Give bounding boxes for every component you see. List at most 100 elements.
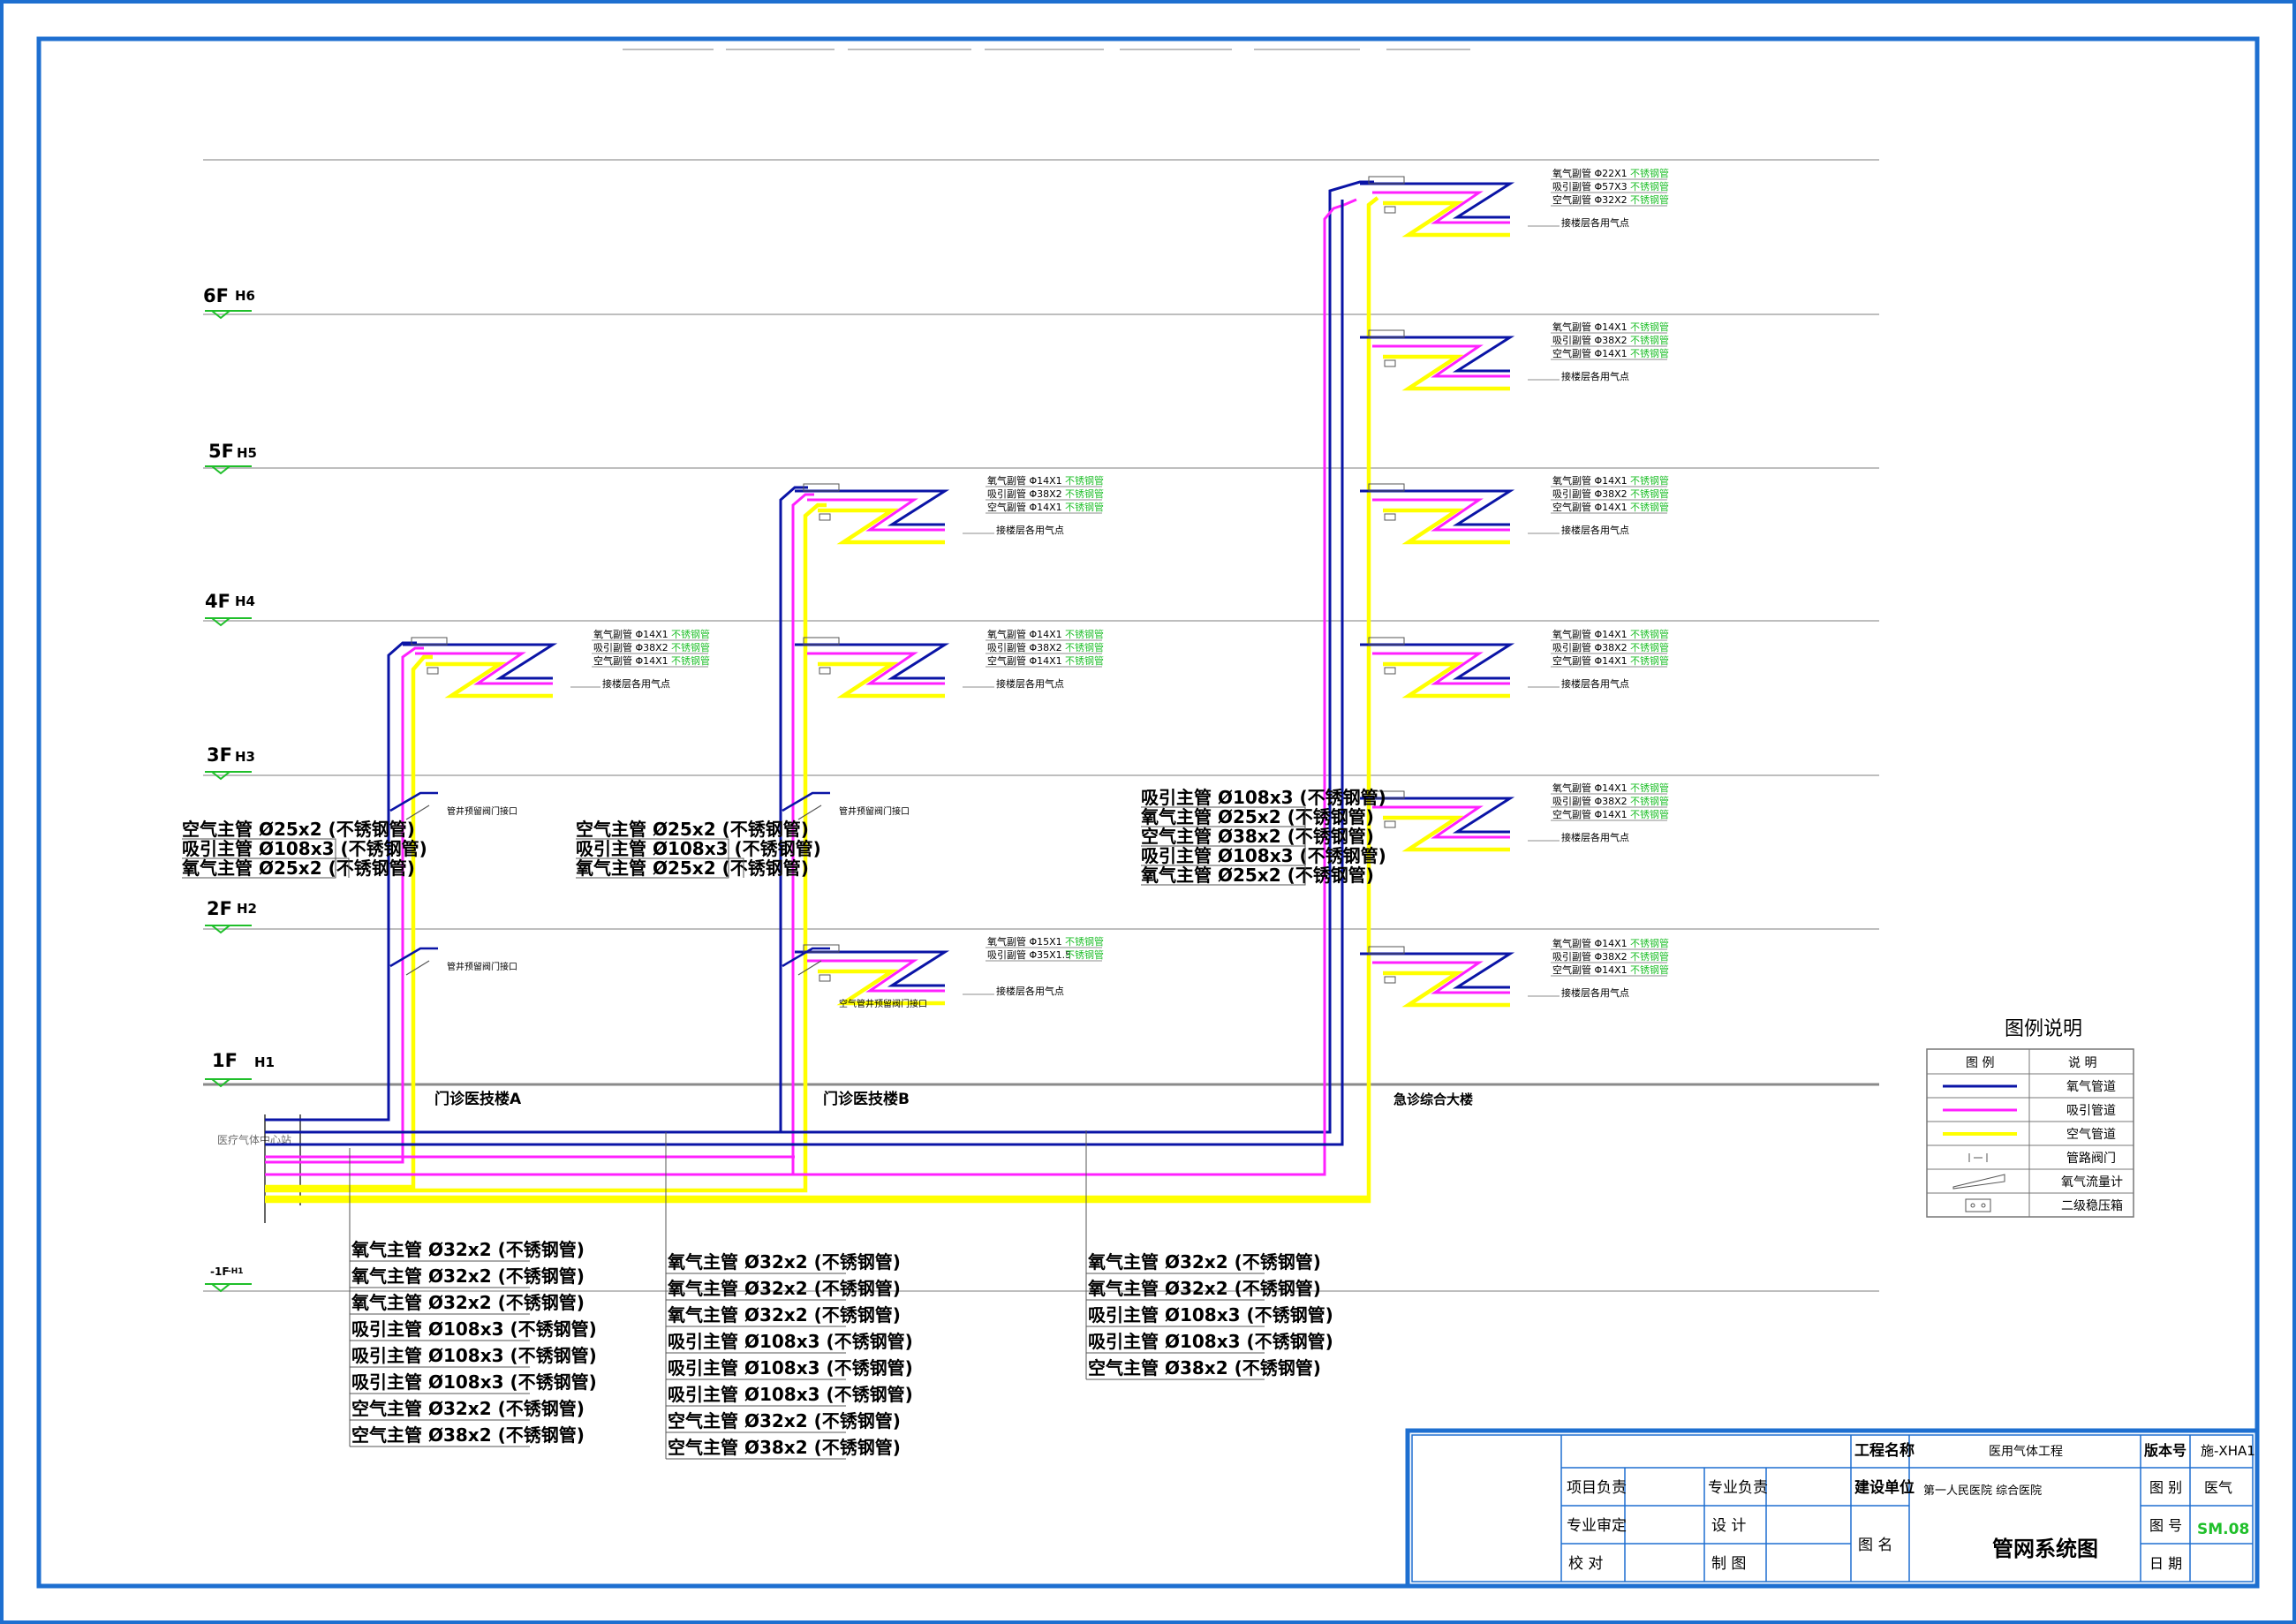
branch-spec: 空气副管 Φ14X1: [593, 654, 668, 667]
floor-branch-b4: 氧气副管 Φ14X1不锈钢管吸引副管 Φ38X2不锈钢管空气副管 Φ14X1不锈…: [795, 628, 1104, 696]
svg-text:专业负责: 专业负责: [1708, 1479, 1768, 1497]
svg-text:-H1: -H1: [228, 1267, 244, 1276]
building-label-b: 门诊医技楼B: [823, 1090, 910, 1108]
svg-text:氧气主管 Ø25x2 (不锈钢管): 氧气主管 Ø25x2 (不锈钢管): [575, 857, 809, 879]
svg-text:空气主管 Ø38x2 (不锈钢管): 空气主管 Ø38x2 (不锈钢管): [351, 1424, 585, 1446]
branch-material: 不锈钢管: [1630, 180, 1669, 193]
svg-text:管网系统图: 管网系统图: [1992, 1537, 2098, 1561]
svg-text:校 对: 校 对: [1568, 1555, 1603, 1573]
branch-connect-note: 接楼层各用气点: [1561, 216, 1629, 229]
branch-spec: 空气副管 Φ14X1: [1552, 501, 1628, 513]
svg-text:设 计: 设 计: [1711, 1517, 1746, 1535]
svg-text:工程名称: 工程名称: [1854, 1441, 1915, 1460]
branch-material: 不锈钢管: [1065, 641, 1104, 653]
floor-branch-c4: 氧气副管 Φ14X1不锈钢管吸引副管 Φ38X2不锈钢管空气副管 Φ14X1不锈…: [1360, 628, 1669, 696]
branch-connect-note: 接楼层各用气点: [1561, 986, 1629, 999]
svg-text:氧气主管 Ø32x2 (不锈钢管): 氧气主管 Ø32x2 (不锈钢管): [1087, 1251, 1321, 1273]
branch-material: 不锈钢管: [1630, 487, 1669, 500]
reserve-label-b3: 管井预留阀门接口: [839, 805, 910, 817]
branch-material: 不锈钢管: [1065, 948, 1104, 961]
header-group-b: 空气主管 Ø25x2 (不锈钢管) 吸引主管 Ø108x3 (不锈钢管) 氧气主…: [575, 819, 821, 879]
svg-text:氧气主管 Ø32x2 (不锈钢管): 氧气主管 Ø32x2 (不锈钢管): [667, 1278, 901, 1299]
branch-material: 不锈钢管: [1630, 474, 1669, 487]
svg-text:空气主管 Ø25x2 (不锈钢管): 空气主管 Ø25x2 (不锈钢管): [576, 819, 809, 840]
air-main-a: [265, 657, 433, 1187]
branch-spec: 氧气副管 Φ15X1: [987, 935, 1062, 948]
branch-material: 不锈钢管: [1065, 628, 1104, 640]
branch-spec: 吸引副管 Φ35X1.5: [987, 948, 1071, 961]
air-main-c: [265, 198, 1378, 1201]
svg-text:氧气流量计: 氧气流量计: [2061, 1175, 2123, 1190]
floor-branch-a4: 氧气副管 Φ14X1不锈钢管吸引副管 Φ38X2不锈钢管空气副管 Φ14X1不锈…: [403, 628, 710, 696]
svg-text:吸引主管 Ø108x3 (不锈钢管): 吸引主管 Ø108x3 (不锈钢管): [182, 838, 427, 859]
svg-text:氧气主管 Ø25x2 (不锈钢管): 氧气主管 Ø25x2 (不锈钢管): [181, 857, 415, 879]
svg-text:氧气主管 Ø32x2 (不锈钢管): 氧气主管 Ø32x2 (不锈钢管): [351, 1292, 585, 1313]
air-branch: [818, 664, 945, 696]
branch-spec: 空气副管 Φ14X1: [987, 501, 1062, 513]
oxygen-branch: [1360, 337, 1510, 371]
svg-text:第一人民医院 综合医院: 第一人民医院 综合医院: [1923, 1484, 2042, 1498]
svg-text:吸引主管 Ø108x3 (不锈钢管): 吸引主管 Ø108x3 (不锈钢管): [1088, 1331, 1333, 1352]
svg-text:空气管道: 空气管道: [2066, 1128, 2116, 1142]
floor-branch-c7: 氧气副管 Φ22X1不锈钢管吸引副管 Φ57X3不锈钢管空气副管 Φ32X2不锈…: [1360, 167, 1669, 235]
branch-spec: 吸引副管 Φ38X2: [987, 487, 1062, 500]
pipe-runs: [265, 182, 1378, 1201]
branch-spec: 空气副管 Φ14X1: [1552, 963, 1628, 976]
air-branch: [1383, 510, 1510, 542]
branch-connect-note: 接楼层各用气点: [996, 985, 1064, 997]
svg-text:氧气主管 Ø25x2 (不锈钢管): 氧气主管 Ø25x2 (不锈钢管): [1140, 865, 1374, 886]
branch-spec: 空气副管 Φ32X2: [1552, 193, 1628, 206]
floor-branch-c3: 氧气副管 Φ14X1不锈钢管吸引副管 Φ38X2不锈钢管空气副管 Φ14X1不锈…: [1360, 782, 1669, 850]
branch-spec: 氧气副管 Φ14X1: [1552, 937, 1628, 949]
svg-text:图 例: 图 例: [1966, 1056, 1994, 1070]
branch-connect-note: 接楼层各用气点: [996, 524, 1064, 536]
floor-b1: -1F -H1: [205, 1265, 252, 1291]
branch-connect-note: 接楼层各用气点: [1561, 677, 1629, 690]
branch-spec: 氧气副管 Φ14X1: [1552, 321, 1628, 333]
svg-text:1F: 1F: [212, 1050, 238, 1071]
branch-spec: 吸引副管 Φ38X2: [593, 641, 668, 653]
floor-6f: 6F H6: [203, 285, 255, 318]
svg-text:图 名: 图 名: [1858, 1537, 1892, 1554]
svg-text:氧气主管 Ø32x2 (不锈钢管): 氧气主管 Ø32x2 (不锈钢管): [351, 1265, 585, 1287]
svg-text:6F: 6F: [203, 285, 229, 306]
floor-branches: 氧气副管 Φ14X1不锈钢管吸引副管 Φ38X2不锈钢管空气副管 Φ14X1不锈…: [390, 167, 1669, 1005]
oxygen-branch: [1360, 645, 1510, 678]
branch-material: 不锈钢管: [1630, 167, 1669, 179]
branch-material: 不锈钢管: [1630, 641, 1669, 653]
regulator-box-icon: [1385, 668, 1395, 674]
svg-text:图 别: 图 别: [2149, 1479, 2182, 1496]
branch-material: 不锈钢管: [1065, 501, 1104, 513]
svg-text:吸引主管 Ø108x3 (不锈钢管): 吸引主管 Ø108x3 (不锈钢管): [1088, 1304, 1333, 1326]
header-group-c: 吸引主管 Ø108x3 (不锈钢管) 氧气主管 Ø25x2 (不锈钢管) 空气主…: [1140, 787, 1386, 886]
branch-material: 不锈钢管: [671, 641, 710, 653]
title-block: 工程名称 医用气体工程 建设单位 第一人民医院 综合医院 图 名 管网系统图 版…: [1408, 1431, 2257, 1586]
branch-spec: 吸引副管 Φ38X2: [987, 641, 1062, 653]
svg-text:氧气管道: 氧气管道: [2066, 1080, 2116, 1094]
floor-1f: 1F H1: [205, 1050, 275, 1086]
branch-connect-note: 接楼层各用气点: [996, 677, 1064, 690]
branch-connect-note: 接楼层各用气点: [1561, 831, 1629, 843]
svg-text:空气主管 Ø38x2 (不锈钢管): 空气主管 Ø38x2 (不锈钢管): [1088, 1357, 1321, 1379]
branch-spec: 吸引副管 Φ38X2: [1552, 795, 1628, 807]
svg-text:氧气主管 Ø25x2 (不锈钢管): 氧气主管 Ø25x2 (不锈钢管): [1140, 806, 1374, 827]
svg-text:氧气主管 Ø32x2 (不锈钢管): 氧气主管 Ø32x2 (不锈钢管): [1087, 1278, 1321, 1299]
branch-spec: 吸引副管 Φ38X2: [1552, 334, 1628, 346]
air-branch: [1383, 973, 1510, 1005]
floor-branch-b2: 氧气副管 Φ15X1不锈钢管吸引副管 Φ35X1.5不锈钢管接楼层各用气点: [795, 935, 1104, 1003]
svg-text:H2: H2: [237, 901, 257, 917]
branch-spec: 空气副管 Φ14X1: [987, 654, 1062, 667]
branch-material: 不锈钢管: [1630, 808, 1669, 820]
svg-text:吸引主管 Ø108x3 (不锈钢管): 吸引主管 Ø108x3 (不锈钢管): [1141, 845, 1386, 866]
floor-branch-c6: 氧气副管 Φ14X1不锈钢管吸引副管 Φ38X2不锈钢管空气副管 Φ14X1不锈…: [1360, 321, 1669, 389]
oxygen-branch: [1360, 491, 1510, 525]
tap-leader: [406, 805, 429, 820]
svg-text:H6: H6: [235, 288, 255, 304]
svg-text:氧气主管 Ø32x2 (不锈钢管): 氧气主管 Ø32x2 (不锈钢管): [351, 1239, 585, 1260]
branch-spec: 吸引副管 Φ38X2: [1552, 487, 1628, 500]
svg-text:2F: 2F: [207, 898, 232, 919]
svg-text:说 明: 说 明: [2068, 1056, 2096, 1070]
svg-text:空气主管 Ø32x2 (不锈钢管): 空气主管 Ø32x2 (不锈钢管): [668, 1410, 901, 1431]
branch-material: 不锈钢管: [1630, 963, 1669, 976]
svg-text:吸引主管 Ø108x3 (不锈钢管): 吸引主管 Ø108x3 (不锈钢管): [351, 1345, 597, 1366]
